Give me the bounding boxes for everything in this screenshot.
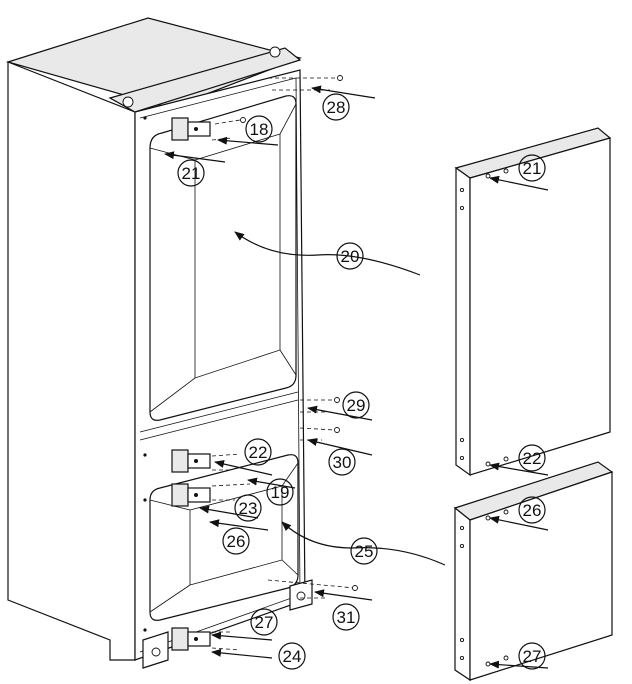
callout-31-label: 31 xyxy=(337,608,356,627)
callout-29: 29 xyxy=(342,391,370,419)
callout-22-door-label: 22 xyxy=(523,449,542,468)
top-rail xyxy=(108,47,302,113)
callout-27-cabinet: 27 xyxy=(250,608,278,636)
callout-22-door: 22 xyxy=(518,444,546,472)
callout-27-cabinet-label: 27 xyxy=(255,613,274,632)
callout-21-cabinet-label: 21 xyxy=(182,164,201,183)
hinge-bottom xyxy=(171,627,211,651)
callout-22-cabinet-label: 22 xyxy=(249,443,268,462)
callout-21-door-label: 21 xyxy=(523,159,542,178)
callout-22-cabinet: 22 xyxy=(244,438,272,466)
callout-28-label: 28 xyxy=(327,98,346,117)
callout-26-cabinet-label: 26 xyxy=(227,532,246,551)
callout-23-label: 23 xyxy=(239,499,258,518)
hinges xyxy=(171,117,211,651)
callout-26-door-label: 26 xyxy=(523,501,542,520)
callout-19: 19 xyxy=(266,478,294,506)
callout-26-door: 26 xyxy=(518,496,546,524)
callout-19-label: 19 xyxy=(271,483,290,502)
callout-26-cabinet: 26 xyxy=(222,527,250,555)
callout-30: 30 xyxy=(328,448,356,476)
callout-24: 24 xyxy=(278,642,306,670)
hinge-middle-lower xyxy=(171,483,211,507)
callout-30-label: 30 xyxy=(333,453,352,472)
callout-20-label: 20 xyxy=(341,247,360,266)
top-rail-hole-right xyxy=(269,46,281,58)
cabinet-top xyxy=(5,17,302,109)
cabinet-side xyxy=(7,61,136,661)
callout-18-label: 18 xyxy=(250,120,269,139)
hinge-middle-upper xyxy=(171,449,211,473)
callout-21-door: 21 xyxy=(518,154,546,182)
callout-21-cabinet: 21 xyxy=(177,159,205,187)
callout-27-door-label: 27 xyxy=(523,647,542,666)
hinge-top xyxy=(171,117,211,141)
arrows xyxy=(164,85,549,669)
callout-23: 23 xyxy=(234,494,262,522)
callout-20: 20 xyxy=(336,242,364,270)
callouts: 18 19 20 21 21 22 22 23 xyxy=(177,93,546,670)
cabinet xyxy=(5,17,313,669)
callout-28: 28 xyxy=(322,93,350,121)
top-rail-hole-left xyxy=(122,96,134,108)
callout-25-label: 25 xyxy=(355,542,374,561)
callout-27-door: 27 xyxy=(518,642,546,670)
callout-24-label: 24 xyxy=(283,647,302,666)
lower-door-panel xyxy=(453,461,614,682)
callout-18: 18 xyxy=(245,115,273,143)
callout-29-label: 29 xyxy=(347,396,366,415)
screw-guides xyxy=(211,75,358,651)
callout-25: 25 xyxy=(350,537,378,565)
upper-door-panel xyxy=(454,127,612,477)
callout-31: 31 xyxy=(332,603,360,631)
